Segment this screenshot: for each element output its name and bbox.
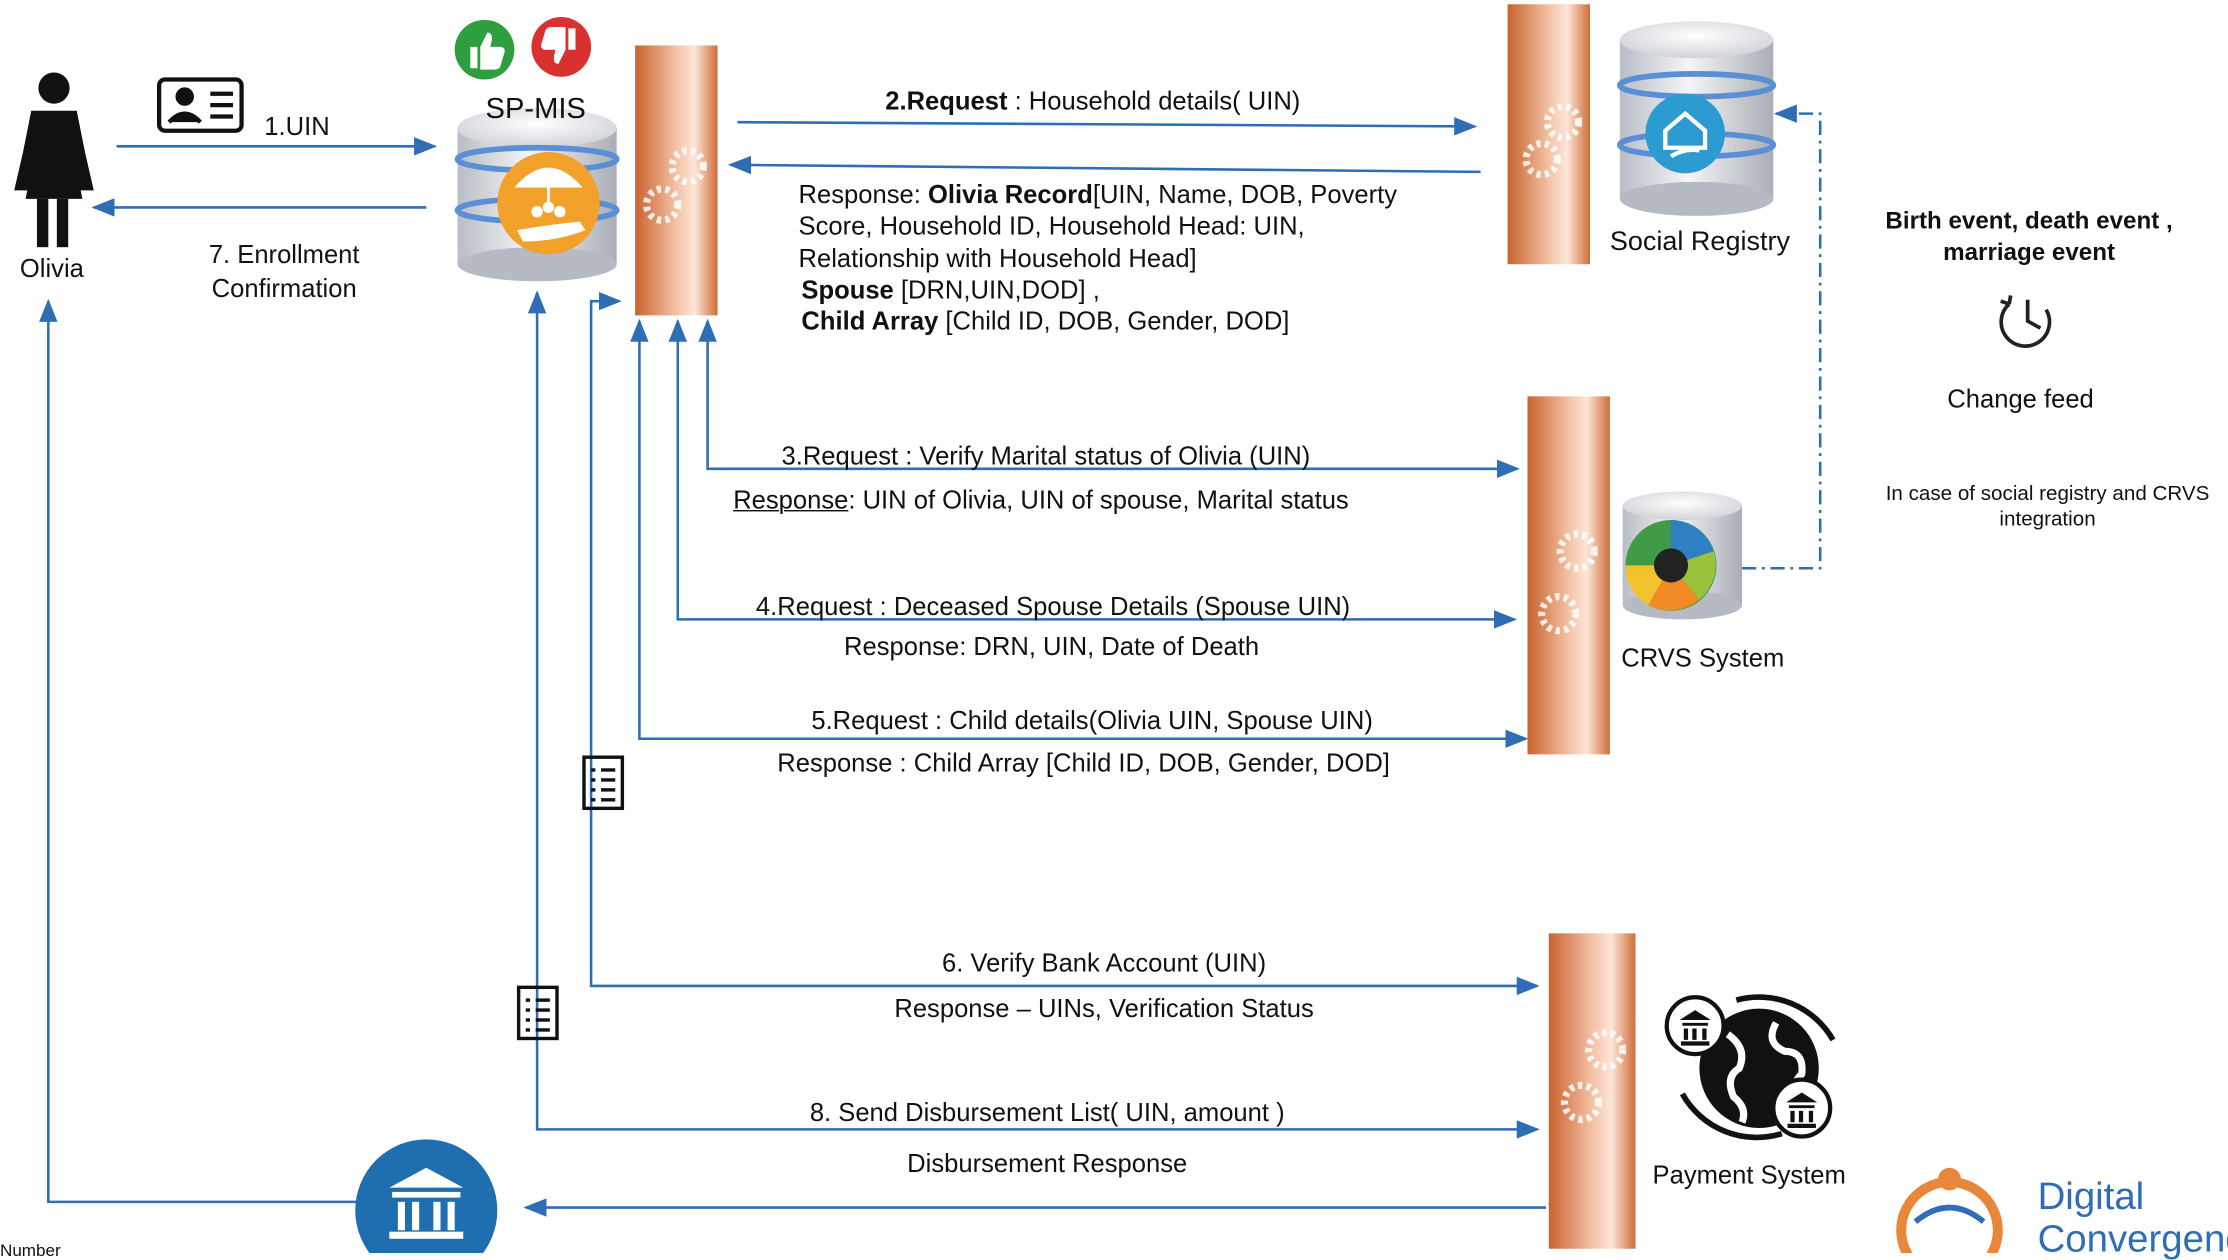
- brand-line1: Digital: [2037, 1174, 2145, 1218]
- step4-response: Response: DRN, UIN, Date of Death: [844, 632, 1260, 661]
- integration-layer-crvs: [1527, 396, 1610, 755]
- brand-line2: Convergence: [2037, 1217, 2228, 1260]
- step2-response-line1: Response: Olivia Record[UIN, Name, DOB, …: [798, 180, 1398, 209]
- step7-label-line2: Confirmation: [211, 274, 357, 303]
- change-feed-note: In case of social registry and CRVS inte…: [1885, 483, 2210, 532]
- step5-label: 5.Request : Child details(Olivia UIN, Sp…: [811, 706, 1373, 735]
- step6-label: 6. Verify Bank Account (UIN): [942, 948, 1267, 978]
- gear-icon: [1543, 102, 1583, 142]
- gear-icon: [642, 185, 682, 224]
- arrow-step8: [527, 290, 1540, 1139]
- change-feed-events: Birth event, death event , marriage even…: [1885, 207, 2173, 266]
- gear-icon: [1522, 139, 1561, 179]
- step6-response: Response – UINs, Verification Status: [894, 994, 1314, 1023]
- change-feed-connector: [1742, 104, 1822, 570]
- step2-response-line2: Score, Household ID, Household Head: UIN…: [798, 211, 1305, 241]
- step3-label: 3.Request : Verify Marital status of Oli…: [781, 441, 1311, 471]
- clock-icon: [1999, 295, 2052, 348]
- arrow-bank-to-olivia: [39, 298, 359, 1204]
- step7-label-line1: 7. Enrollment: [208, 240, 360, 269]
- gear-icon: [1585, 1029, 1627, 1071]
- person-icon: [14, 72, 94, 248]
- document-list-icon: [516, 985, 559, 1041]
- step1-label: 1.UIN: [264, 112, 330, 141]
- gear-icon: [668, 147, 707, 186]
- step2-response-line3: Relationship with Household Head]: [798, 244, 1197, 273]
- step4-label: 4.Request : Deceased Spouse Details (Spo…: [755, 592, 1351, 621]
- step2-response-child: Child Array [Child ID, DOB, Gender, DOD]: [801, 306, 1290, 336]
- gear-icon: [1560, 1081, 1603, 1124]
- database-icon: [1617, 21, 1777, 216]
- logo-icon: [1896, 1167, 2003, 1253]
- step2-response-spouse: Spouse [DRN,UIN,DOD] ,: [801, 275, 1100, 305]
- database-icon: [454, 107, 620, 282]
- integration-layer-payment: [1548, 933, 1636, 1249]
- globe-icon: [1664, 994, 1836, 1141]
- spmis-label: SP-MIS: [485, 92, 586, 126]
- arrow-step2-response: [728, 155, 1481, 175]
- crvs-label: CRVS System: [1621, 643, 1785, 672]
- actor-label: Olivia: [19, 254, 84, 283]
- arrow-step5: [630, 318, 1529, 748]
- gear-icon: [1538, 593, 1580, 635]
- step5-response: Response : Child Array [Child ID, DOB, G…: [777, 748, 1390, 778]
- id-card-icon: [157, 77, 244, 133]
- step8-label: 8. Send Disbursement List( UIN, amount ): [809, 1098, 1285, 1127]
- step2-label: 2.Request : Household details( UIN): [885, 86, 1301, 116]
- gear-icon: [1556, 530, 1598, 572]
- payment-label: Payment System: [1652, 1160, 1846, 1190]
- bank-icon: [355, 1139, 498, 1253]
- footer-text: Number: [0, 1240, 61, 1260]
- arrow-step2: [737, 117, 1478, 136]
- step8-response: Disbursement Response: [907, 1149, 1188, 1178]
- change-feed-label: Change feed: [1947, 384, 2094, 414]
- step3-response: Response: UIN of Olivia, UIN of spouse, …: [733, 485, 1349, 515]
- social-registry-label: Social Registry: [1609, 227, 1790, 258]
- database-icon: [1622, 491, 1743, 620]
- document-list-icon: [582, 755, 625, 811]
